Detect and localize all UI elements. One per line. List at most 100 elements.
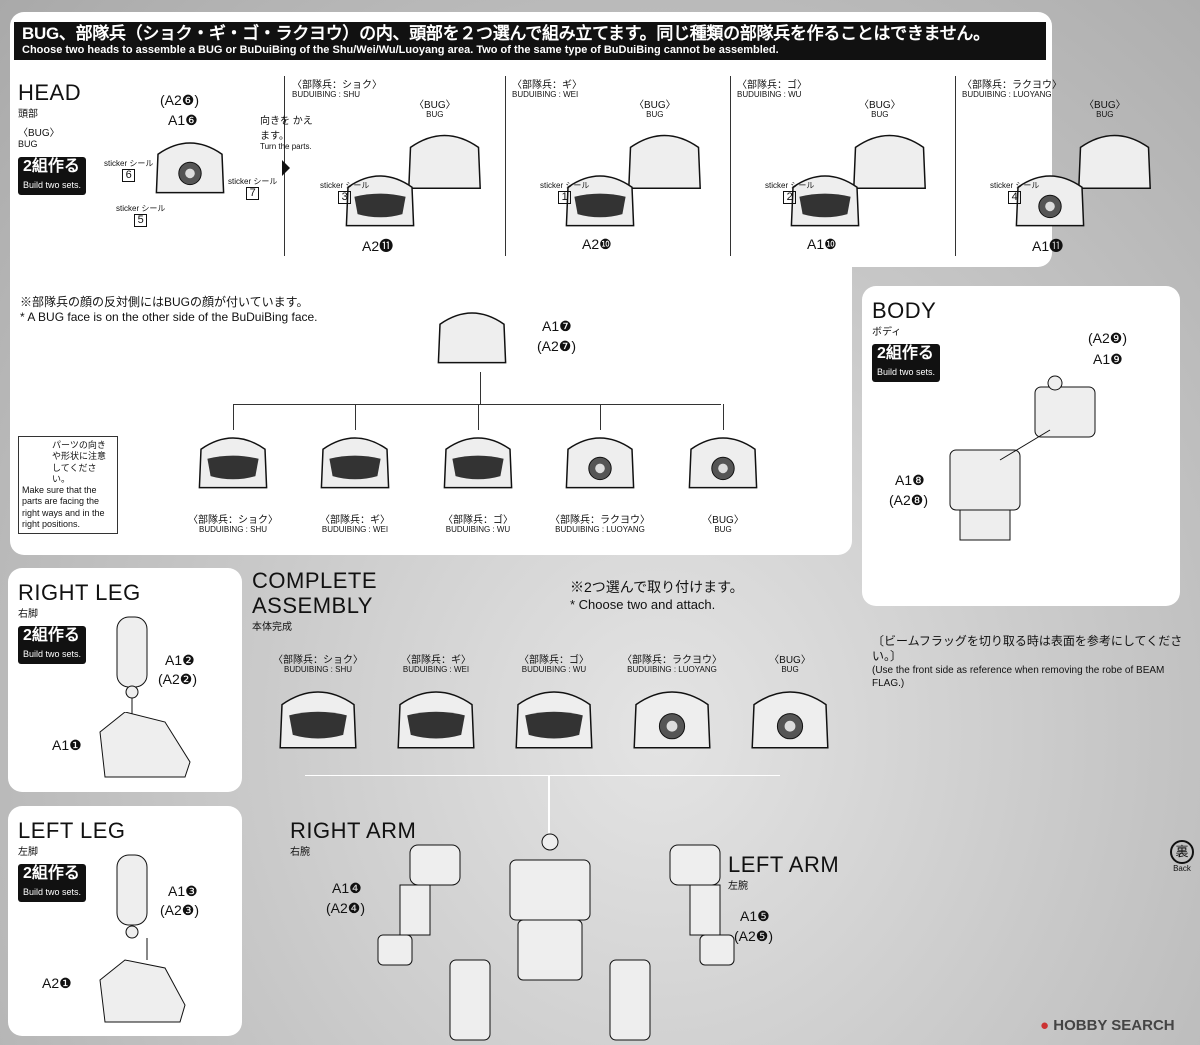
- head-piece-illustration: [432, 305, 512, 369]
- face-option-0: [193, 430, 273, 494]
- beam-flag-en: (Use the front side as reference when re…: [872, 665, 1165, 689]
- face-note: ※部隊兵の顔の反対側にはBUGの顔が付いています。 * A BUG face i…: [20, 293, 318, 324]
- connector: [478, 404, 479, 430]
- back-marker: 裏 Back: [1170, 840, 1194, 873]
- instruction-banner: BUG、部隊兵（ショク・ギ・ゴ・ラクヨウ）の内、頭部を２つ選んで組み立てます。同…: [14, 22, 1046, 60]
- face-option-3: [560, 430, 640, 494]
- variant-2-bug: 〈BUG〉BUG: [859, 100, 901, 119]
- face-option-3-label: 〈部隊兵：ラクヨウ〉BUDUIBING : LUOYANG: [550, 515, 650, 534]
- left-leg-illustration: [99, 854, 186, 1023]
- variant-1-label: 〈部隊兵：ギ〉BUDUIBING : WEI: [512, 80, 582, 99]
- variant-2-part: A1❿: [807, 236, 837, 252]
- left-arm-jp: 左腕: [728, 881, 748, 892]
- complete-head-4-label: 〈BUG〉BUG: [769, 655, 811, 674]
- complete-head-3-label: 〈部隊兵：ラクヨウ〉BUDUIBING : LUOYANG: [622, 655, 722, 674]
- complete-head-1-label: 〈部隊兵：ギ〉BUDUIBING : WEI: [401, 655, 471, 674]
- connector: [233, 404, 234, 430]
- beam-flag-jp: 〔ビームフラッグを切り取る時は表面を参考にしてください。〕: [872, 634, 1183, 663]
- lleg-part-a1: A1❸: [168, 883, 198, 899]
- face-option-0-label: 〈部隊兵：ショク〉BUDUIBING : SHU: [188, 515, 278, 534]
- divider: [955, 76, 956, 256]
- connector: [355, 404, 356, 430]
- variant-3-bug: 〈BUG〉BUG: [1084, 100, 1126, 119]
- body-panel: [862, 286, 1180, 606]
- face-piece: [560, 168, 640, 232]
- right-leg-title: RIGHT LEG: [18, 580, 141, 605]
- larm-part-a1: A1❺: [740, 908, 770, 924]
- head-jp: 頭部: [18, 109, 38, 120]
- robot-assembly-illustration: [377, 833, 735, 1041]
- head-title: HEAD: [18, 80, 82, 105]
- face-option-2-label: 〈部隊兵：ゴ〉BUDUIBING : WU: [443, 515, 513, 534]
- left-leg-title: LEFT LEG: [18, 818, 126, 843]
- body-illustration: [949, 375, 1096, 541]
- banner-en: Choose two heads to assemble a BUG or Bu…: [22, 44, 779, 56]
- face-piece: [340, 168, 420, 232]
- rarm-part-a1: A1❹: [332, 880, 362, 896]
- left-arm-section: LEFT ARM 左腕: [728, 852, 839, 892]
- face-option-2: [438, 430, 518, 494]
- rleg-base-part: A1❶: [52, 737, 82, 753]
- face-option-1-label: 〈部隊兵：ギ〉BUDUIBING : WEI: [320, 515, 390, 534]
- variant-3-part: A1⓫: [1032, 238, 1064, 254]
- face-option-4: [683, 430, 763, 494]
- face-option-1: [315, 430, 395, 494]
- bug-head-piece: [622, 127, 707, 195]
- complete-assembly-section: COMPLETE ASSEMBLY 本体完成: [252, 568, 377, 633]
- right-leg-illustration: [116, 616, 148, 717]
- connector: [480, 372, 481, 404]
- complete-head-0-label: 〈部隊兵：ショク〉BUDUIBING : SHU: [273, 655, 363, 674]
- variant-1-part: A2❿: [582, 236, 612, 252]
- variant-0-bug: 〈BUG〉BUG: [414, 100, 456, 119]
- bug-head-illustration: [150, 135, 230, 199]
- right-arm-section: RIGHT ARM 右腕: [290, 818, 416, 858]
- complete-head-2-label: 〈部隊兵：ゴ〉BUDUIBING : WU: [519, 655, 589, 674]
- note-part-a2: (A2❼): [537, 338, 576, 354]
- head-bug-jp: 〈BUG〉: [18, 128, 60, 139]
- bug-head-piece: [402, 127, 487, 195]
- variant-1-bug: 〈BUG〉BUG: [634, 100, 676, 119]
- rarm-part-a2: (A2❹): [326, 900, 365, 916]
- watermark: ● HOBBY SEARCH: [1040, 1017, 1175, 1034]
- body-part-a2-8: (A2❽): [889, 492, 928, 508]
- head-part-a2: (A2❻): [160, 92, 199, 108]
- complete-head-1: [391, 683, 481, 755]
- body-title: BODY: [872, 298, 937, 323]
- body-part-a1-8: A1❽: [895, 472, 925, 488]
- body-jp: ボディ: [872, 327, 902, 338]
- complete-head-0: [273, 683, 363, 755]
- complete-head-2: [509, 683, 599, 755]
- complete-title-1: COMPLETE: [252, 568, 378, 593]
- connector: [723, 404, 724, 430]
- connector: [233, 404, 721, 405]
- complete-jp: 本体完成: [252, 622, 292, 633]
- right-arm-jp: 右腕: [290, 847, 310, 858]
- divider: [730, 76, 731, 256]
- rleg-part-a1: A1❷: [165, 652, 195, 668]
- note-en: * A BUG face is on the other side of the…: [20, 310, 318, 324]
- body-part-a1-9: A1❾: [1093, 351, 1123, 367]
- hobby-search-logo-icon: ●: [1040, 1017, 1050, 1034]
- complete-head-4: [745, 683, 835, 755]
- note-part-a1: A1❼: [542, 318, 572, 334]
- caution-box: パーツの向きや形状に注意してください。 Make sure that the p…: [18, 436, 118, 534]
- face-piece: [785, 168, 865, 232]
- face-option-4-label: 〈BUG〉BUG: [702, 515, 744, 534]
- right-leg-jp: 右脚: [18, 609, 38, 620]
- left-leg-jp: 左脚: [18, 847, 38, 858]
- bug-head-piece: [847, 127, 932, 195]
- head-part-a1: A1❻: [168, 112, 198, 128]
